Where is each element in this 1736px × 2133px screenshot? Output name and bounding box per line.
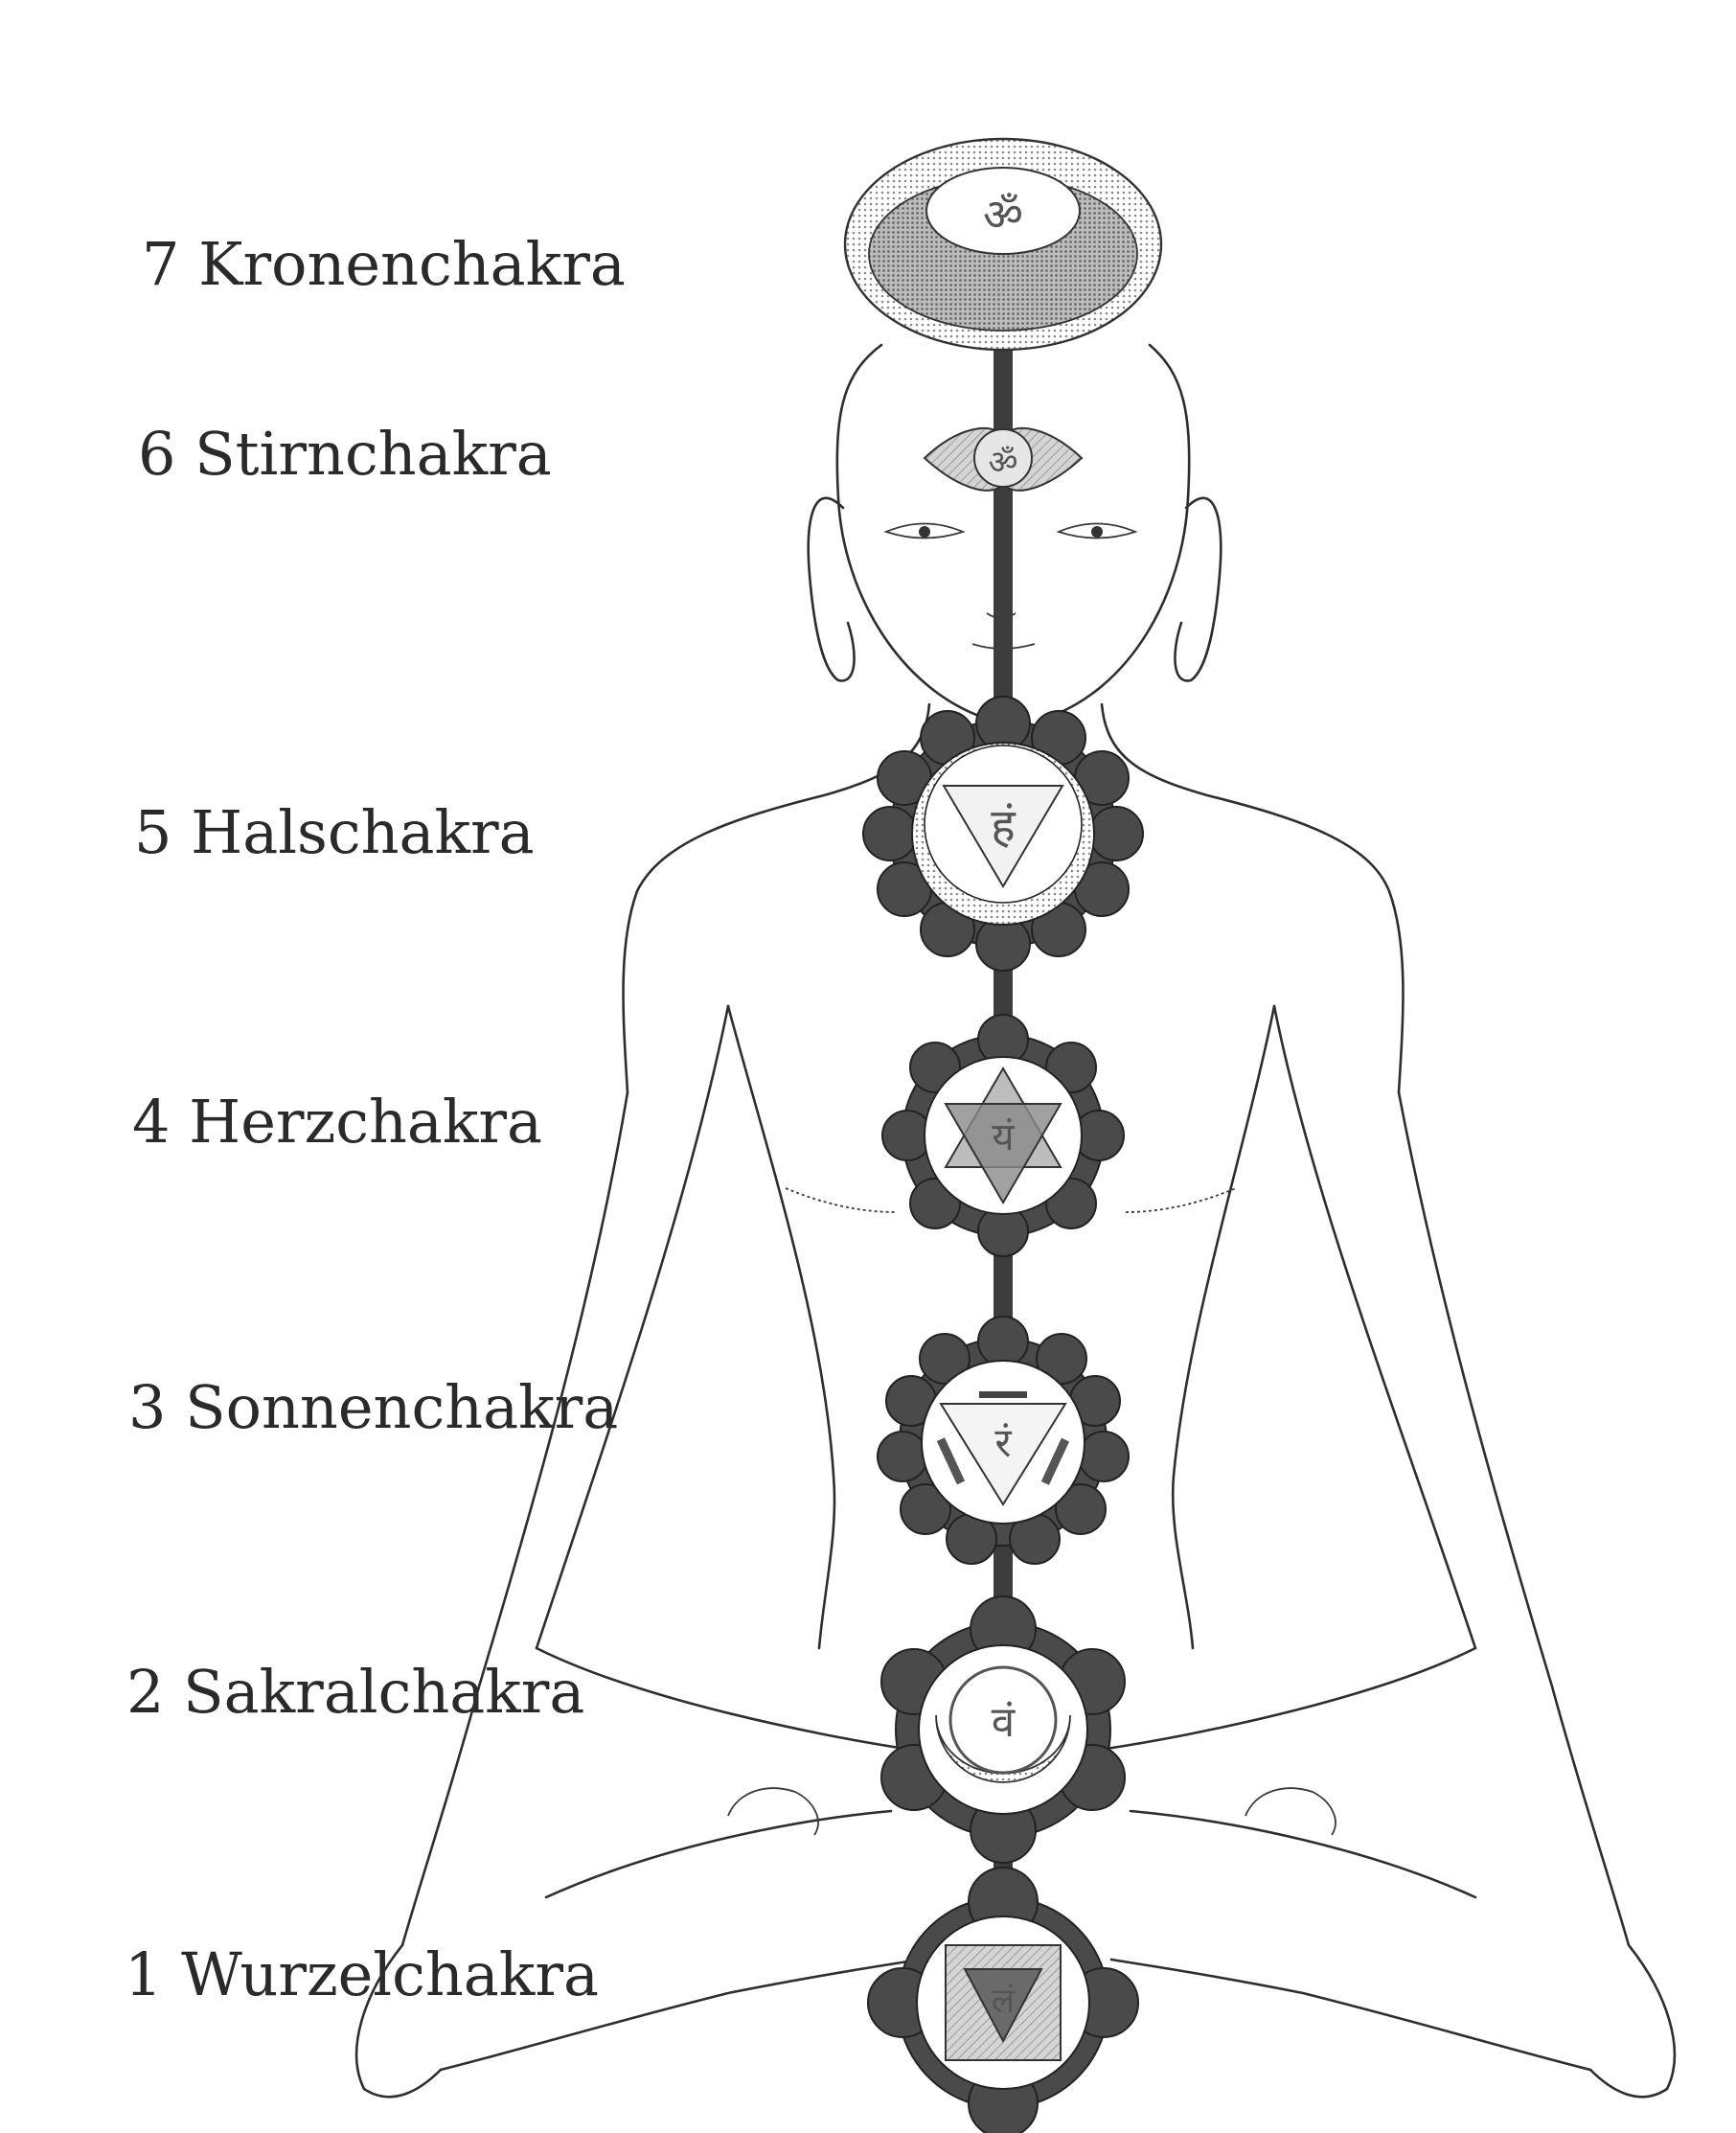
chakra-number: 2	[126, 1657, 165, 1727]
throat-syllable: हं	[991, 799, 1016, 853]
third-eye-syllable: ॐ	[988, 444, 1017, 482]
label-chakra-5: 5 Halschakra	[134, 803, 535, 862]
heart-syllable: यं	[992, 1115, 1015, 1159]
chakra-name: Herzchakra	[189, 1087, 543, 1157]
chakra-7-crown-lotus: ॐ	[843, 137, 1163, 352]
label-chakra-7: 7 Kronenchakra	[142, 235, 626, 294]
sacral-syllable: वं	[992, 1698, 1016, 1747]
chakra-number: 1	[125, 1939, 163, 2009]
chakra-name: Stirnchakra	[194, 419, 552, 489]
label-chakra-2: 2 Sakralchakra	[126, 1663, 584, 1722]
crown-syllable: ॐ	[983, 189, 1023, 241]
chakra-number: 3	[128, 1372, 167, 1442]
label-chakra-4: 4 Herzchakra	[132, 1092, 542, 1152]
label-chakra-6: 6 Stirnchakra	[138, 424, 552, 484]
root-syllable: लं	[992, 1982, 1016, 2021]
chakra-name: Wurzelchakra	[181, 1939, 599, 2009]
label-chakra-1: 1 Wurzelchakra	[125, 1945, 599, 2005]
chakra-number: 7	[142, 229, 180, 299]
body-outline	[354, 343, 1677, 2099]
chakra-name: Kronenchakra	[198, 229, 626, 299]
chakra-number: 5	[134, 797, 172, 867]
chakra-3-solar-plexus: रं	[877, 1316, 1130, 1565]
chakra-number: 4	[132, 1087, 171, 1157]
chakra-number: 6	[138, 419, 176, 489]
chakra-name: Sonnenchakra	[185, 1372, 619, 1442]
chakra-1-root: लं	[867, 1867, 1139, 2133]
chakra-name: Halschakra	[191, 797, 535, 867]
chakra-4-heart: यं	[881, 1014, 1125, 1257]
solar-plexus-syllable: रं	[994, 1419, 1012, 1466]
chakra-name: Sakralchakra	[183, 1657, 585, 1727]
chakra-5-throat: हं	[862, 696, 1144, 972]
label-chakra-3: 3 Sonnenchakra	[128, 1378, 618, 1437]
chakra-2-sacral: वं	[880, 1595, 1126, 1864]
chakra-6-third-eye: ॐ	[923, 426, 1084, 492]
